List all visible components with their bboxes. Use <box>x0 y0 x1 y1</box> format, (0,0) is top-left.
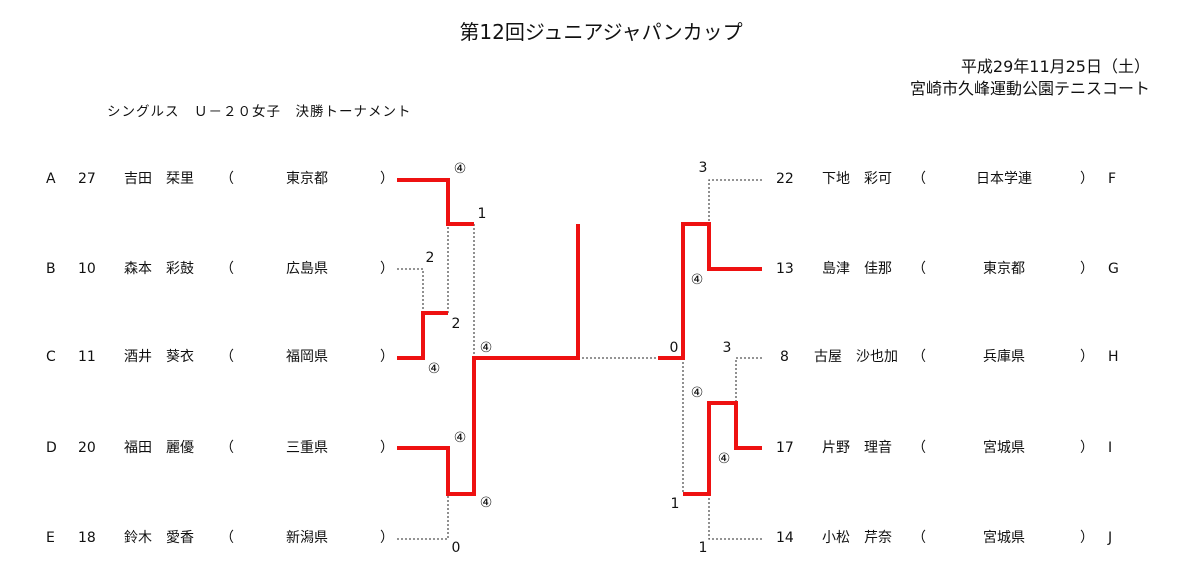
seed-number: 10 <box>78 261 96 277</box>
score-de-d2: ④ <box>479 495 493 511</box>
score-bc-c-win: ④ <box>427 361 441 377</box>
player-org: 三重県 <box>286 440 328 456</box>
paren-close: ） <box>1080 171 1094 187</box>
winner-path-c <box>397 311 448 360</box>
slot-label: J <box>1108 530 1113 546</box>
paren-open: （ <box>220 349 234 365</box>
paren-close: ） <box>380 440 394 456</box>
paren-open: （ <box>912 261 926 277</box>
paren-close: ） <box>380 261 394 277</box>
event-venue: 宮崎市久峰運動公園テニスコート <box>909 79 1150 98</box>
seed-number: 17 <box>776 440 794 456</box>
player-org: 東京都 <box>286 171 328 187</box>
score-bc-b: 2 <box>425 250 435 266</box>
player-name: 吉田 栞里 <box>124 171 194 187</box>
score-fg-g: ④ <box>690 272 704 288</box>
paren-close: ） <box>1080 440 1094 456</box>
player-name: 鈴木 愛香 <box>124 530 194 546</box>
player-org: 新潟県 <box>286 530 328 546</box>
player-name: 酒井 葵衣 <box>124 349 194 365</box>
seed-number: 14 <box>776 530 794 546</box>
player-name: 島津 佳那 <box>822 261 892 277</box>
score-ab-lose: 1 <box>477 206 487 222</box>
player-name: 福田 麗優 <box>124 440 194 456</box>
score-semi-left: ④ <box>479 340 493 356</box>
score-de-e: 0 <box>451 540 461 556</box>
slot-label: G <box>1108 261 1119 277</box>
paren-close: ） <box>1080 261 1094 277</box>
score-hij-j: 1 <box>698 540 708 556</box>
slot-label: H <box>1108 349 1119 365</box>
paren-close: ） <box>380 171 394 187</box>
paren-close: ） <box>380 349 394 365</box>
slot-label: D <box>46 440 57 456</box>
paren-open: （ <box>220 440 234 456</box>
winner-path-g <box>658 222 762 360</box>
slot-label: B <box>46 261 56 277</box>
seed-number: 27 <box>78 171 96 187</box>
score-hi-i: ④ <box>717 451 731 467</box>
seed-number: 20 <box>78 440 96 456</box>
winner-path-i <box>683 401 762 496</box>
seed-number: 11 <box>78 349 96 365</box>
player-org: 広島県 <box>286 261 328 277</box>
paren-open: （ <box>220 530 234 546</box>
slot-label: I <box>1108 440 1113 456</box>
seed-number: 8 <box>780 349 789 365</box>
paren-open: （ <box>912 349 926 365</box>
paren-close: ） <box>1080 530 1094 546</box>
event-date: 平成29年11月25日（土） <box>960 57 1150 76</box>
player-org: 宮城県 <box>983 530 1025 546</box>
player-org: 兵庫県 <box>983 349 1025 365</box>
paren-open: （ <box>220 261 234 277</box>
score-hij-hi: ④ <box>690 385 704 401</box>
paren-open: （ <box>912 440 926 456</box>
player-name: 小松 芹奈 <box>822 530 892 546</box>
winner-path-a <box>397 178 474 226</box>
bracket-line-h <box>735 357 762 403</box>
score-final-right: 0 <box>669 340 679 356</box>
paren-open: （ <box>912 171 926 187</box>
player-name: 片野 理音 <box>822 440 892 456</box>
player-name: 下地 彩可 <box>822 171 892 187</box>
player-name: 古屋 沙也加 <box>814 349 898 365</box>
bracket-line-f <box>708 179 762 224</box>
winner-lines <box>397 178 762 496</box>
bracket-subtitle: シングルス Ｕ－２０女子 決勝トーナメント <box>107 104 412 120</box>
player-name: 森本 彩鼓 <box>124 261 194 277</box>
slot-label: F <box>1108 171 1117 187</box>
winner-path-d <box>397 224 580 496</box>
page-title: 第12回ジュニアジャパンカップ <box>459 20 743 44</box>
player-org: 宮城県 <box>983 440 1025 456</box>
score-hij-lose: 1 <box>670 496 680 512</box>
paren-close: ） <box>1080 349 1094 365</box>
score-ab-win: ④ <box>453 161 467 177</box>
seed-number: 18 <box>78 530 96 546</box>
player-org: 東京都 <box>983 261 1025 277</box>
seed-number: 13 <box>776 261 794 277</box>
loser-lines <box>397 179 762 540</box>
bracket-line-j <box>708 494 762 540</box>
score-bc-c: 2 <box>451 316 461 332</box>
bracket-line-e <box>397 494 449 540</box>
player-org: 福岡県 <box>286 349 328 365</box>
paren-close: ） <box>380 530 394 546</box>
bracket-line-b <box>397 268 424 313</box>
paren-open: （ <box>912 530 926 546</box>
slot-label: E <box>46 530 55 546</box>
seed-number: 22 <box>776 171 794 187</box>
score-fg-f: 3 <box>698 160 708 176</box>
slot-label: A <box>46 171 56 187</box>
score-hi-h: 3 <box>722 340 732 356</box>
score-de-d: ④ <box>453 430 467 446</box>
player-org: 日本学連 <box>976 171 1032 187</box>
paren-open: （ <box>220 171 234 187</box>
slot-label: C <box>46 349 56 365</box>
